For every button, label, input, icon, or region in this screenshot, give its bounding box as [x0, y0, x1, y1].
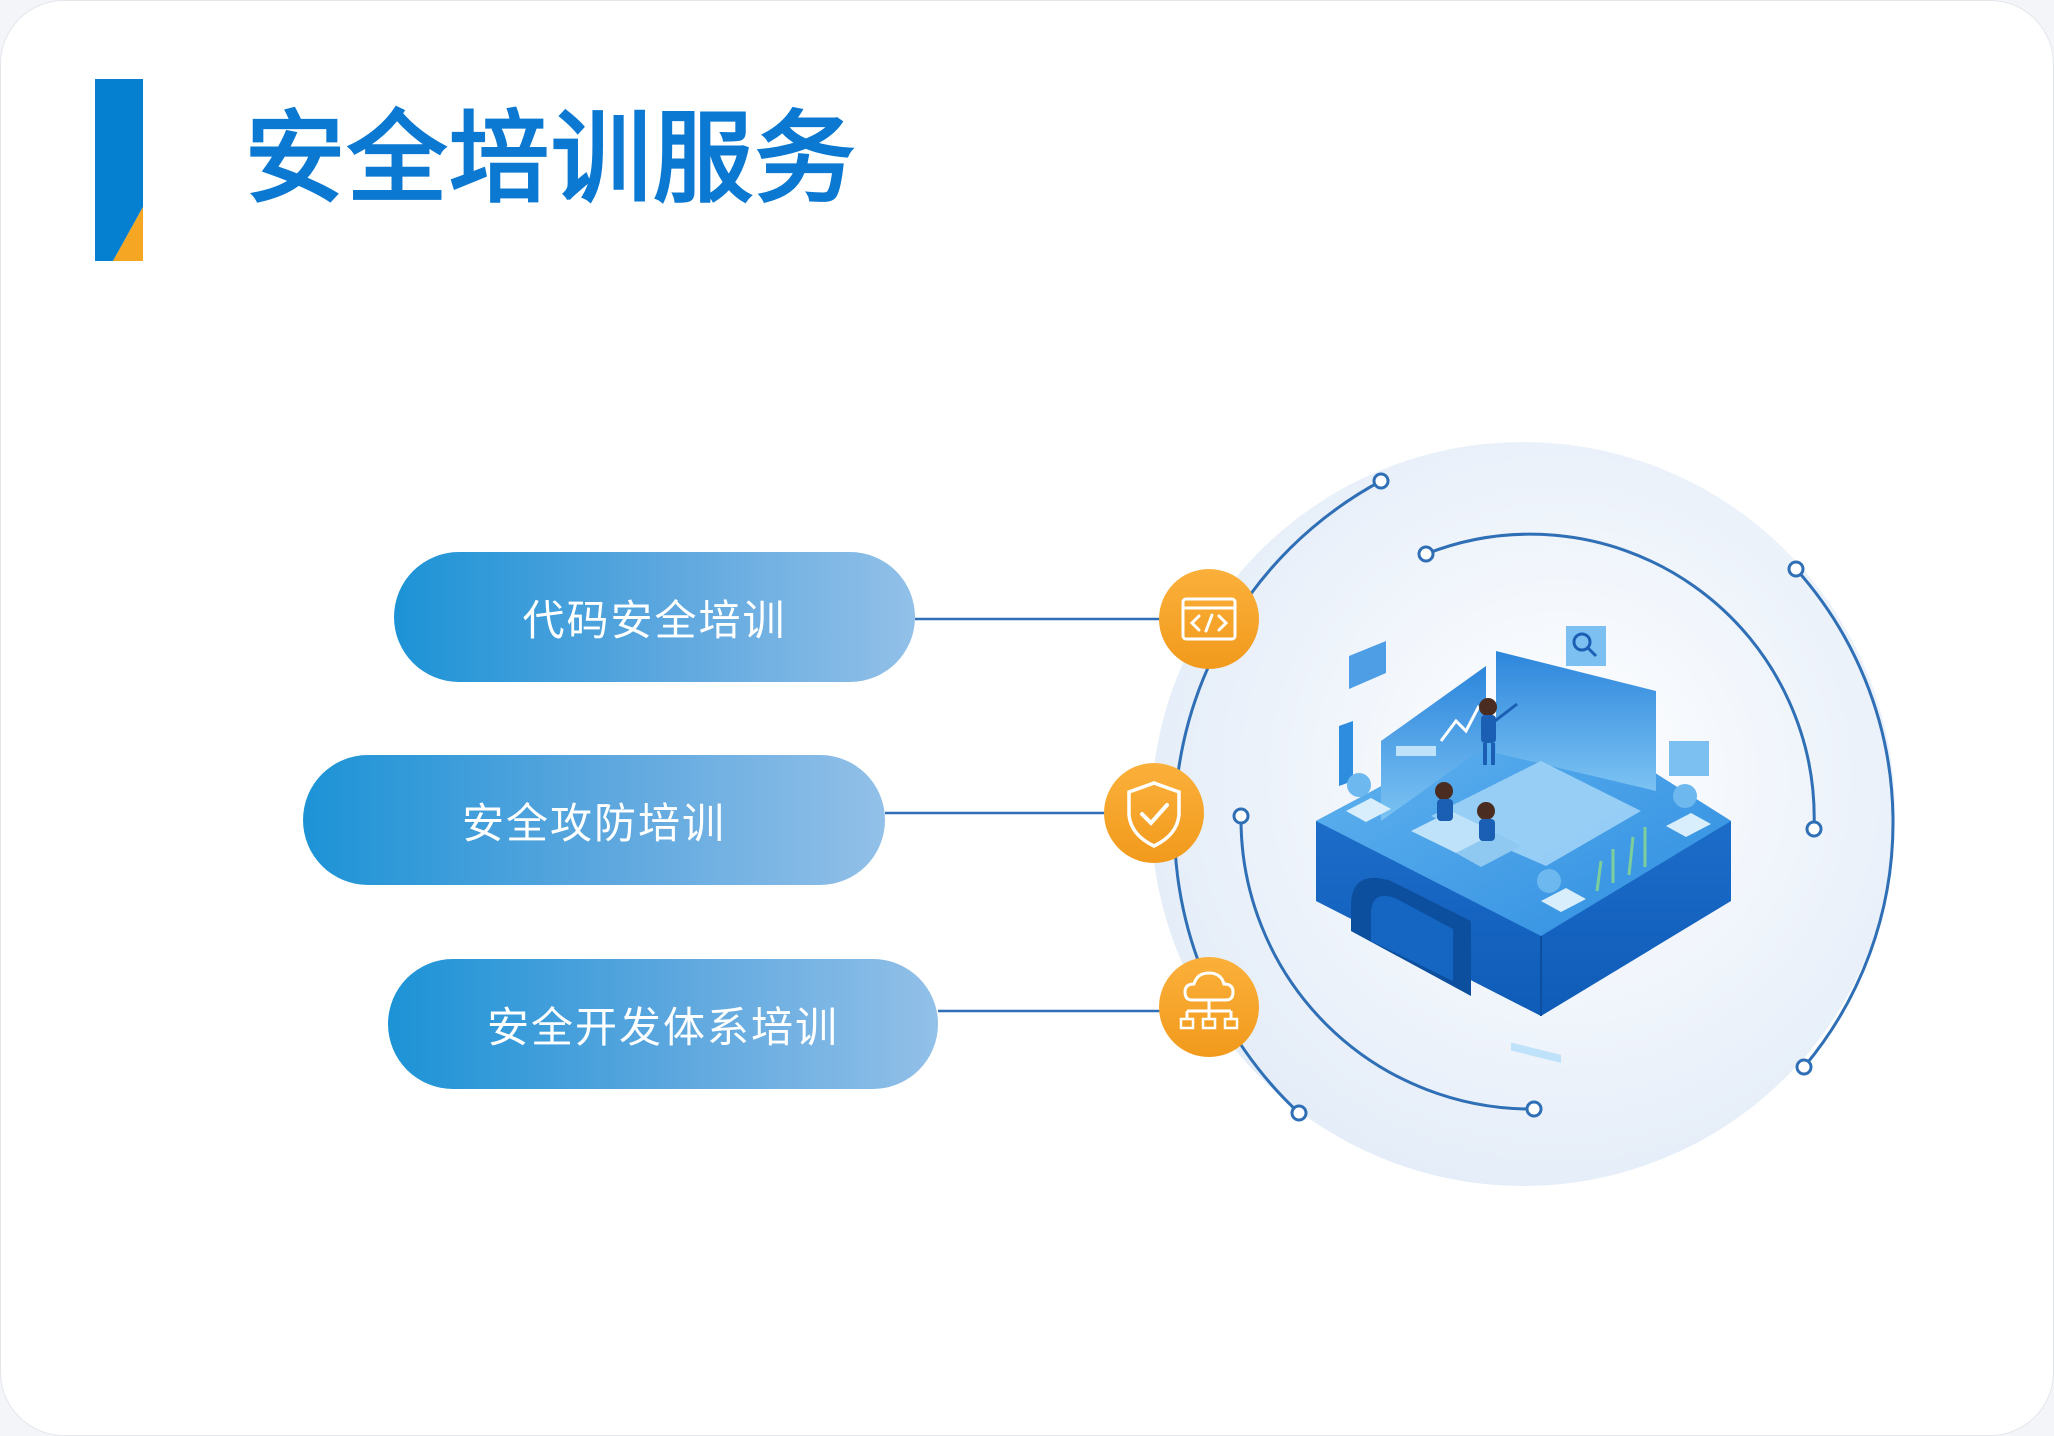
code-window-icon [1159, 569, 1259, 669]
service-pill-secure-development: 安全开发体系培训 [388, 959, 938, 1089]
service-label: 代码安全培训 [522, 595, 787, 645]
orbit-nodes [1232, 472, 1823, 1122]
service-label: 安全开发体系培训 [486, 1002, 839, 1052]
service-label: 安全攻防培训 [461, 798, 726, 848]
shield-check-icon [1104, 763, 1204, 863]
title-accent-bar [95, 79, 143, 261]
page-title: 安全培训服务 [245, 100, 857, 217]
service-pill-attack-defense: 安全攻防培训 [303, 755, 885, 885]
service-pill-code-security: 代码安全培训 [394, 552, 915, 682]
training-room-illustration [1316, 626, 1731, 1063]
cloud-network-icon [1159, 957, 1259, 1057]
